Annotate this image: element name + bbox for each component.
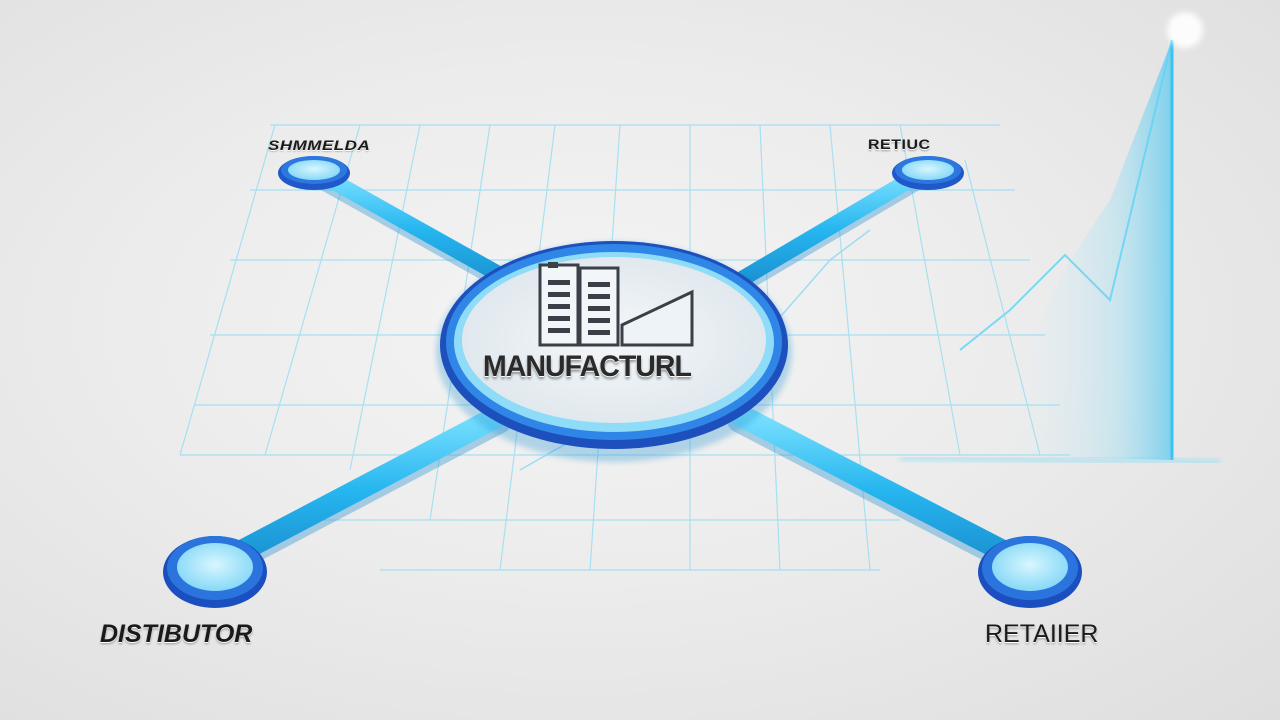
connector-arms: [202, 166, 1043, 583]
factory-building-icon: [538, 262, 694, 347]
node-top-right: [892, 156, 964, 190]
node-top-left: [278, 156, 350, 190]
node-label-manufacturer: MANUFACTURL: [483, 350, 692, 383]
node-label-top-left: SHMMELDA: [268, 138, 371, 154]
node-label-retailer: RETAIIER: [985, 620, 1099, 648]
node-label-distributor: DISTIBUTOR: [100, 620, 253, 648]
node-bottom-right: [978, 536, 1082, 608]
node-bottom-left: [163, 536, 267, 608]
node-label-top-right: RETIUC: [868, 138, 931, 153]
rising-chart-glow: [899, 12, 1221, 464]
